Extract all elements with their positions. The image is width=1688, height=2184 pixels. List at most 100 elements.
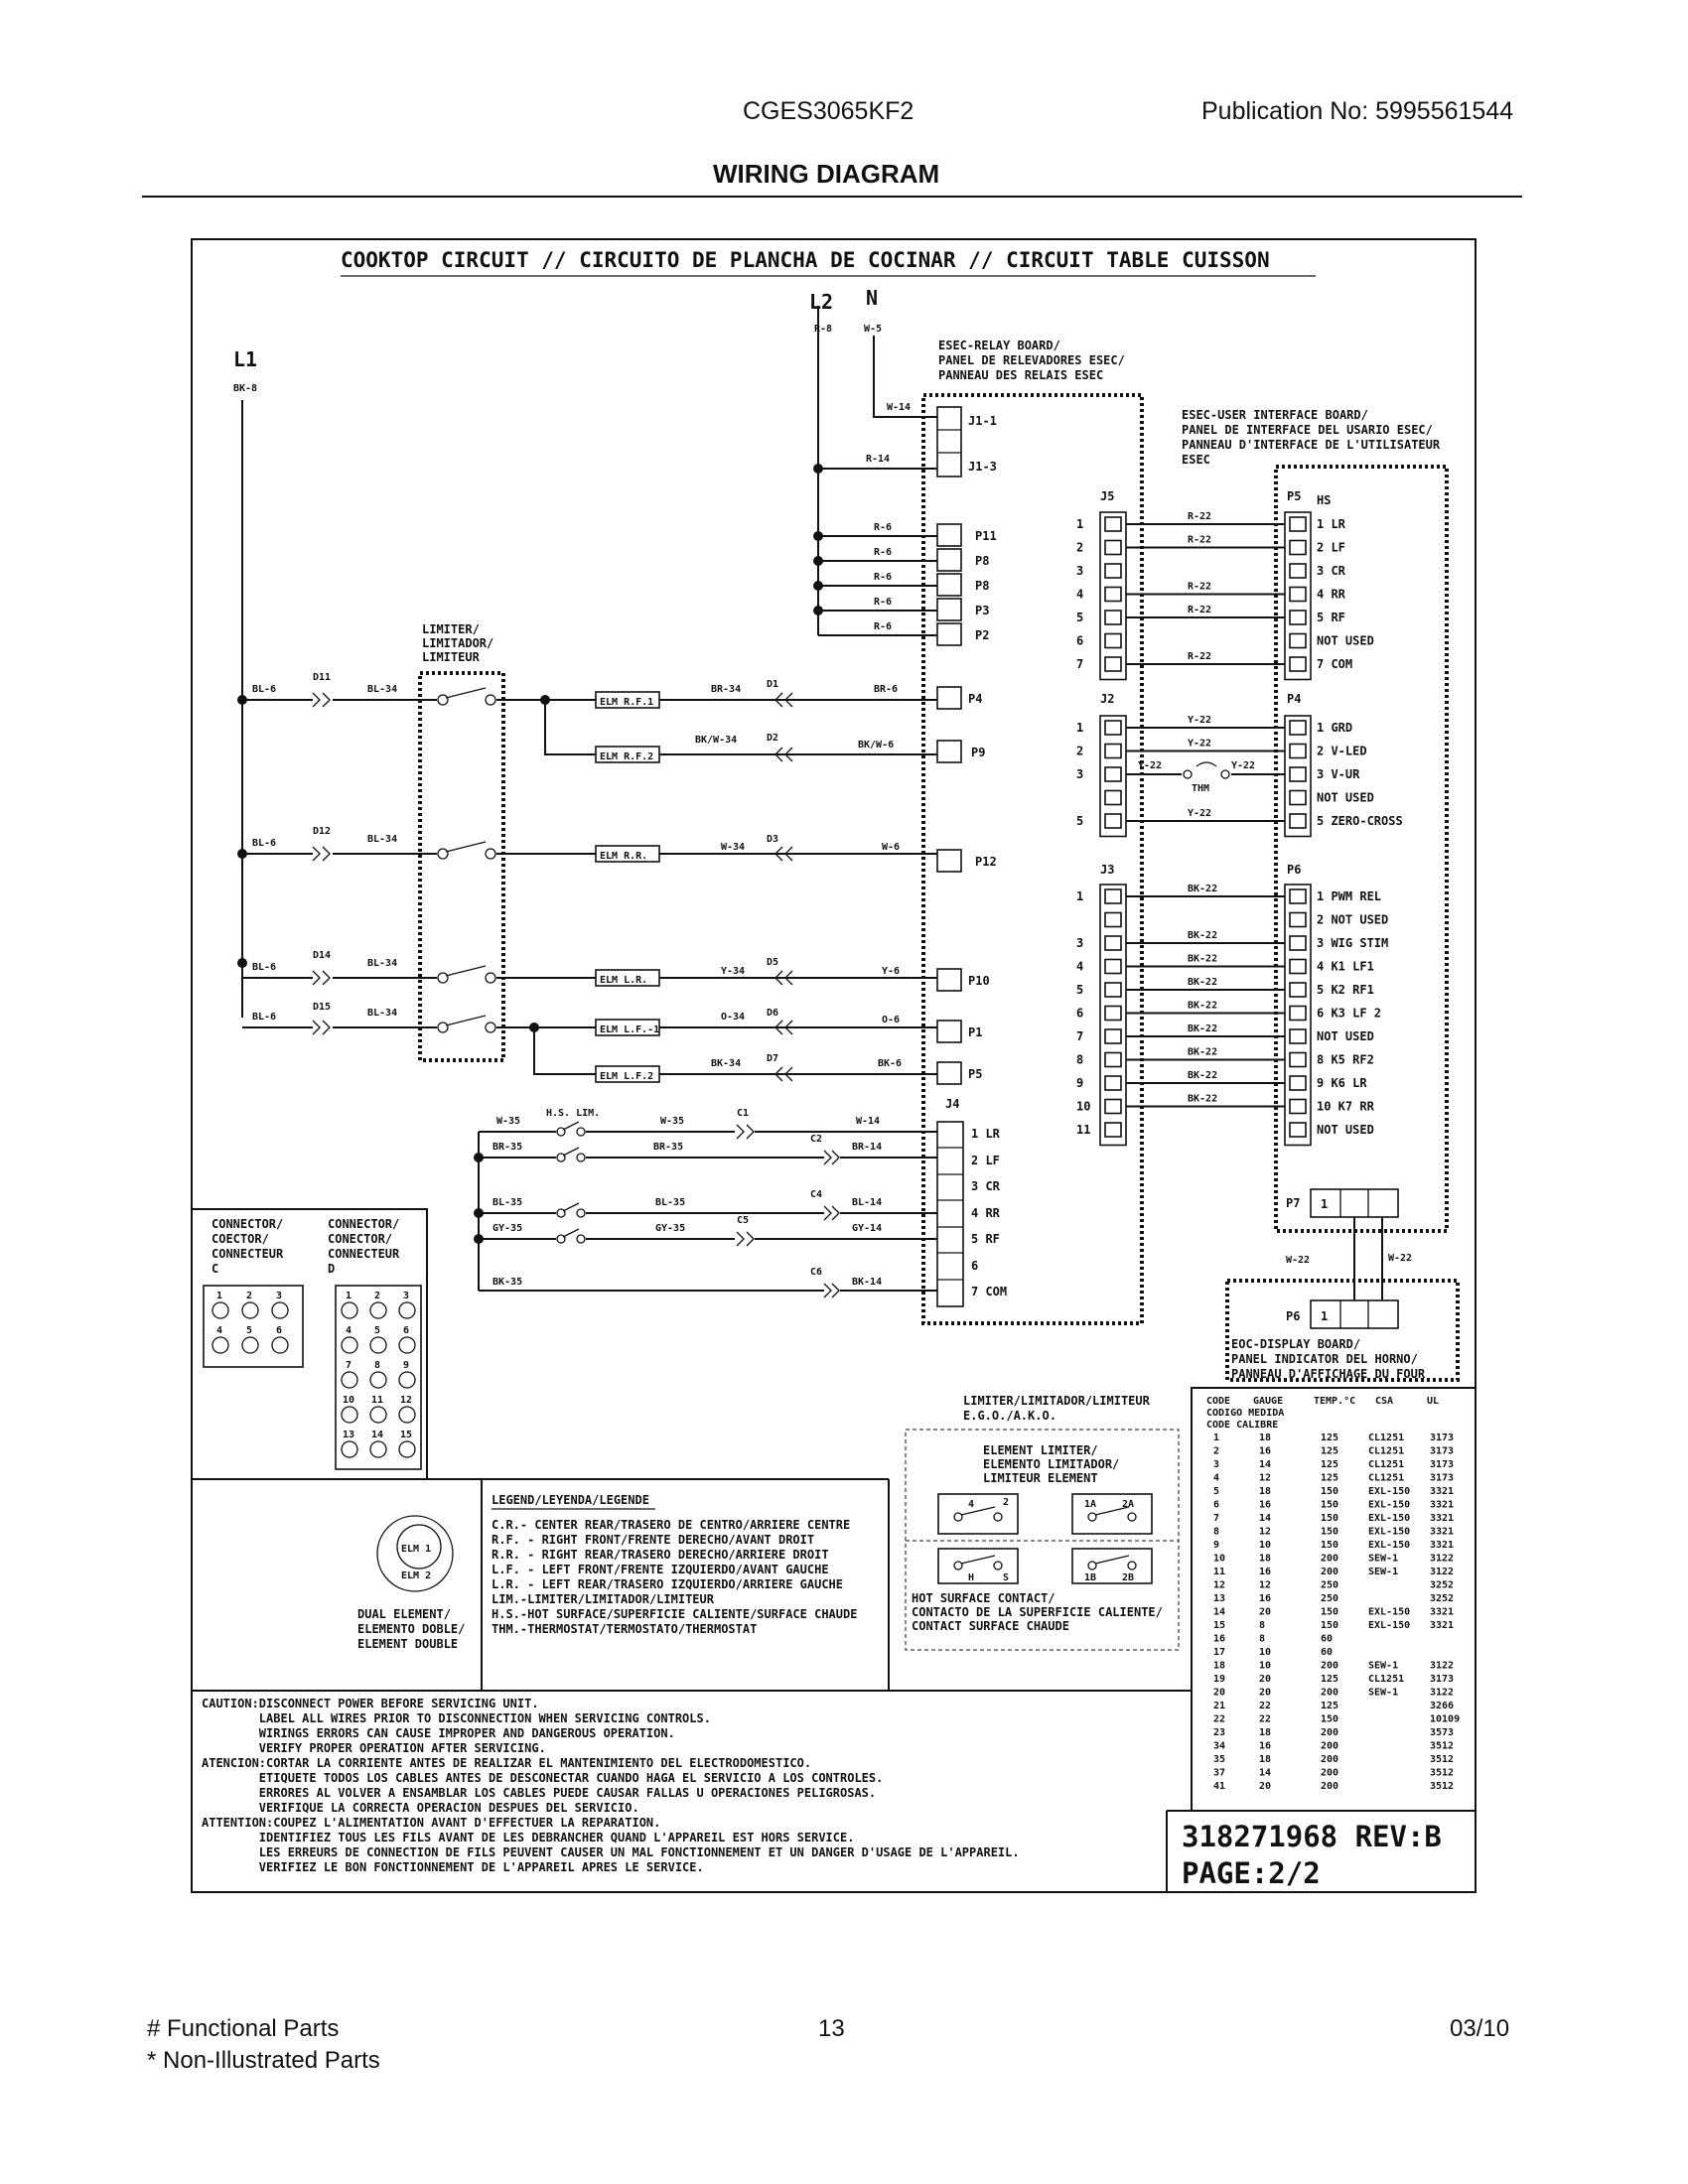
table-cell: 200 xyxy=(1321,1781,1338,1792)
legend-line: R.R. - RIGHT REAR/TRASERO DERECHO/ARRIER… xyxy=(492,1548,829,1562)
ui-pin-number: 3 xyxy=(1076,767,1083,781)
table-cell: SEW-1 xyxy=(1368,1554,1398,1565)
legend-title: LEGEND/LEYENDA/LEGENDE xyxy=(492,1493,649,1507)
p7-label: P7 xyxy=(1286,1196,1300,1210)
table-header: TEMP.°C xyxy=(1314,1396,1355,1407)
j4-connector xyxy=(936,1121,964,1307)
part-number: 318271968 REV:B xyxy=(1182,1820,1442,1853)
wire-label: Y-22 xyxy=(1188,808,1211,819)
caution-line: LABEL ALL WIRES PRIOR TO DISCONNECTION W… xyxy=(202,1711,711,1725)
elm2-label: ELM 2 xyxy=(401,1570,431,1581)
table-cell: 18 xyxy=(1213,1661,1225,1672)
r6-wire-label: R-6 xyxy=(874,621,892,632)
connector-pin xyxy=(341,1371,358,1389)
wire-label: BL-34 xyxy=(367,958,397,969)
wire-label: BK-34 xyxy=(711,1058,741,1069)
wire-label: BK-22 xyxy=(1188,977,1217,988)
ui-pin-label: 5 ZERO-CROSS xyxy=(1317,814,1403,828)
legend-line: L.F. - LEFT FRONT/FRENTE IZQUIERDO/AVANT… xyxy=(492,1563,829,1576)
p8-label: P8 xyxy=(975,579,989,593)
table-cell: 3252 xyxy=(1430,1593,1454,1604)
limiter-label: LIMITEUR xyxy=(422,650,481,664)
publication-number: Publication No: 5995561544 xyxy=(1201,97,1514,125)
wire-label: BL-14 xyxy=(852,1197,882,1208)
ui-pin-number: 7 xyxy=(1076,1029,1083,1043)
connector-pin xyxy=(341,1440,358,1458)
ui-pin-label: 1 LR xyxy=(1317,517,1346,531)
wire-label: W-14 xyxy=(856,1116,880,1127)
ui-pconn-label: P5 xyxy=(1287,489,1301,503)
j1-3-label: J1-3 xyxy=(968,460,997,474)
element-limiter-label: LIMITEUR ELEMENT xyxy=(983,1471,1098,1485)
hot-surface-label: CONTACT SURFACE CHAUDE xyxy=(912,1619,1069,1633)
wire-label: Y-22 xyxy=(1231,760,1255,771)
table-cell: 200 xyxy=(1321,1768,1338,1779)
table-cell: 3173 xyxy=(1430,1459,1454,1470)
wire-label: BK/W-6 xyxy=(858,740,894,751)
ui-board xyxy=(1274,465,1449,1233)
table-cell: 3321 xyxy=(1430,1513,1454,1524)
ui-board-label: ESEC xyxy=(1182,453,1210,467)
ui-pconn-label: P6 xyxy=(1287,863,1301,877)
table-cell: 12 xyxy=(1259,1527,1271,1538)
connector-pin xyxy=(398,1371,416,1389)
table-cell: 16 xyxy=(1259,1741,1271,1752)
diagram-title: COOKTOP CIRCUIT // CIRCUITO DE PLANCHA D… xyxy=(341,248,1270,272)
ui-pin-label: 7 COM xyxy=(1317,657,1352,671)
limiter-pin: H xyxy=(968,1572,974,1583)
ui-pin-number: 6 xyxy=(1076,1007,1083,1021)
table-cell: 150 xyxy=(1321,1540,1338,1551)
j4-pin: 1 LR xyxy=(971,1127,1001,1141)
r14-wire-label: R-14 xyxy=(866,454,890,465)
ui-pin-number: 9 xyxy=(1076,1076,1083,1090)
display-p6-label: P6 xyxy=(1286,1309,1300,1323)
dual-element-label: ELEMENTO DOBLE/ xyxy=(357,1622,465,1636)
table-cell: 20 xyxy=(1259,1674,1271,1685)
table-cell: 37 xyxy=(1213,1768,1225,1779)
table-cell: 150 xyxy=(1321,1486,1338,1497)
wire-label: BL-35 xyxy=(492,1197,522,1208)
connector-pin-number: 14 xyxy=(371,1430,383,1440)
ui-pin-label: 4 K1 LF1 xyxy=(1317,960,1374,974)
table-cell: 18 xyxy=(1259,1727,1271,1738)
ui-pin-label: NOT USED xyxy=(1317,1123,1374,1137)
connector-label: D7 xyxy=(767,1053,778,1064)
ui-pin-label: 2 NOT USED xyxy=(1317,913,1388,927)
table-header: CSA xyxy=(1375,1396,1393,1407)
limiter-box-title: LIMITER/LIMITADOR/LIMITEUR xyxy=(963,1394,1151,1408)
table-cell: 14 xyxy=(1213,1607,1225,1618)
ui-pin-number: 4 xyxy=(1076,588,1083,602)
table-cell: 3122 xyxy=(1430,1688,1454,1699)
wire-label: R-22 xyxy=(1188,511,1211,522)
connector-pin xyxy=(369,1406,387,1424)
ui-pin-label: NOT USED xyxy=(1317,791,1374,805)
table-cell: 3512 xyxy=(1430,1741,1454,1752)
hs-lim-label: H.S. LIM. xyxy=(546,1108,600,1119)
p12-label: P12 xyxy=(975,855,997,869)
table-cell: 250 xyxy=(1321,1580,1338,1591)
connector-c-label: COECTOR/ xyxy=(211,1232,269,1246)
table-cell: 14 xyxy=(1259,1459,1271,1470)
table-cell: 3321 xyxy=(1430,1527,1454,1538)
table-cell: 125 xyxy=(1321,1674,1338,1685)
table-cell: 10 xyxy=(1259,1540,1271,1551)
p7-pin: 1 xyxy=(1321,1197,1328,1211)
table-cell: 41 xyxy=(1213,1781,1225,1792)
table-cell: 16 xyxy=(1259,1593,1271,1604)
table-cell: 125 xyxy=(1321,1433,1338,1443)
table-cell: 250 xyxy=(1321,1593,1338,1604)
table-cell: 23 xyxy=(1213,1727,1225,1738)
element-label: ELM R.F.1 xyxy=(600,697,653,708)
caution-line: ERRORES AL VOLVER A ENSAMBLAR LOS CABLES… xyxy=(202,1786,876,1800)
element-label: ELM L.R. xyxy=(600,975,647,986)
non-illustrated-note: * Non-Illustrated Parts xyxy=(147,2047,380,2074)
r6-wire-label: R-6 xyxy=(874,597,892,608)
connector-pin-number: 2 xyxy=(246,1291,252,1301)
ui-pin-number: 2 xyxy=(1076,541,1083,555)
connector-pin-number: 2 xyxy=(374,1291,380,1301)
connector-pin xyxy=(211,1336,229,1354)
table-cell: 3573 xyxy=(1430,1727,1454,1738)
wire-label: BK-6 xyxy=(878,1058,902,1069)
table-cell: EXL-150 xyxy=(1368,1500,1410,1511)
